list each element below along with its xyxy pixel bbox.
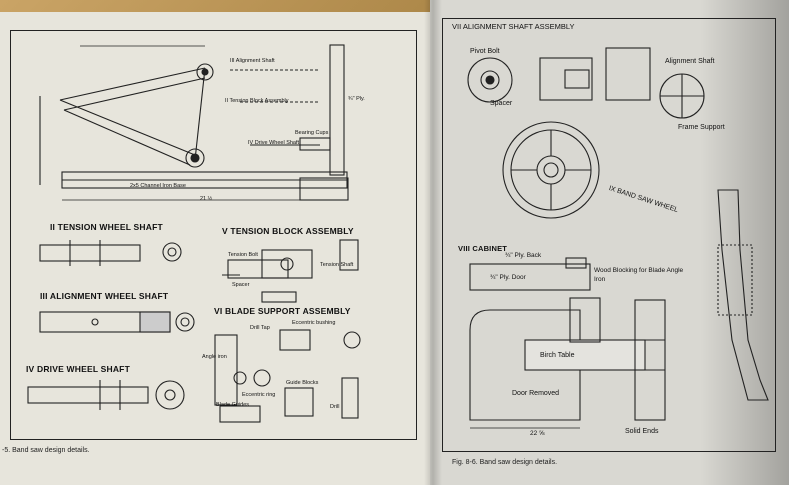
label-tension-bolt: Tension Bolt (228, 252, 258, 258)
label-drill: Drill (330, 404, 340, 410)
label-guide-blocks: Guide Blocks (286, 380, 319, 386)
label-eccentric-ring: Eccentric ring (242, 392, 276, 398)
heading-alignment-shaft-assembly: VII ALIGNMENT SHAFT ASSEMBLY (452, 22, 575, 31)
heading-cabinet: VIII CABINET (458, 244, 508, 253)
book-gutter (424, 0, 442, 485)
label-tension-block-assembly: II Tension Block Assembly (225, 98, 289, 104)
label-alignment-shaft: III Alignment Shaft (230, 58, 275, 64)
label-width: 21 ½ (200, 196, 213, 202)
right-drawing-frame (442, 18, 776, 452)
label-eccentric-bushing: Eccentric bushing (292, 320, 336, 326)
label-wood-blocking: Wood Blocking for Blade Angle Iron (594, 267, 684, 283)
label-pivot-bolt: Pivot Bolt (470, 48, 500, 55)
label-spacer-right: Spacer (490, 100, 513, 107)
label-drive-wheel-shaft: IV Drive Wheel Shaft (248, 140, 300, 146)
label-bearing-cups: Bearing Cups (295, 130, 329, 136)
left-drawing-frame (10, 30, 417, 440)
left-page-caption: -5. Band saw design details. (2, 447, 90, 454)
label-angle-iron: Angle iron (202, 354, 227, 360)
label-channel-iron-base: 2x5 Channel Iron Base (130, 183, 186, 189)
heading-alignment-wheel-shaft: III ALIGNMENT WHEEL SHAFT (40, 291, 169, 301)
label-tension-shaft: Tension Shaft (320, 262, 354, 268)
label-ply-door: ¾" Ply. Door (490, 274, 526, 281)
heading-drive-wheel-shaft: IV DRIVE WHEEL SHAFT (26, 364, 130, 374)
label-door-removed: Door Removed (512, 390, 560, 397)
label-solid-ends: Solid Ends (625, 428, 659, 435)
label-birch-table: Birch Table (540, 352, 575, 359)
label-dim-22: 22 ⅝ (530, 430, 545, 437)
label-alignment-shaft-right: Alignment Shaft (665, 58, 715, 65)
right-page-caption: Fig. 8-6. Band saw design details. (452, 459, 558, 466)
page-shadow (700, 0, 789, 485)
label-blade-guides: Blade Guides (216, 402, 250, 408)
label-drill-tap: Drill Tap (250, 325, 270, 331)
heading-tension-wheel-shaft: II TENSION WHEEL SHAFT (50, 222, 163, 232)
label-frame-support: Frame Support (678, 124, 725, 131)
heading-tension-block-assembly: V TENSION BLOCK ASSEMBLY (222, 226, 354, 236)
label-ply: ¾" Ply. (348, 96, 365, 102)
label-ply-back: ¾" Ply. Back (505, 252, 542, 259)
label-spacer-left: Spacer (232, 282, 250, 288)
heading-blade-support-assembly: VI BLADE SUPPORT ASSEMBLY (214, 306, 351, 316)
